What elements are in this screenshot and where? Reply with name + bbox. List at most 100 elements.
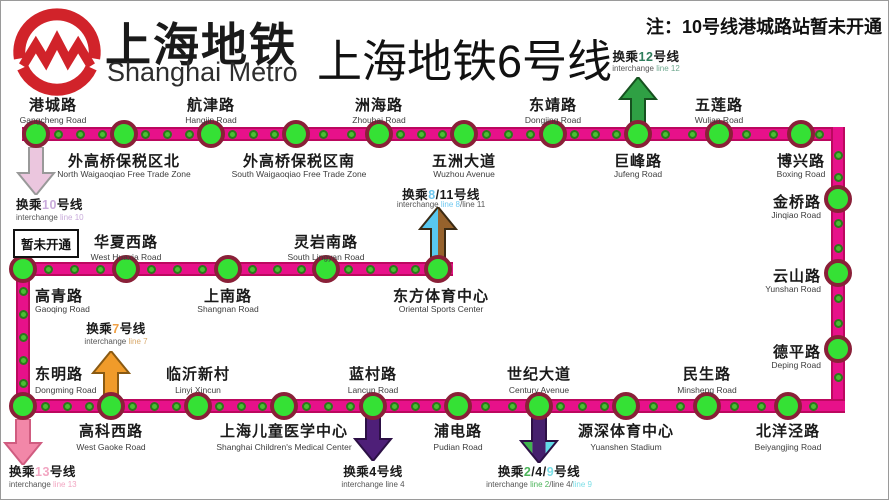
route-dot	[319, 129, 329, 139]
interchange-label-part: line 10	[60, 213, 84, 222]
page-title: 上海地铁6号线	[317, 36, 613, 87]
interchange-label-part: line 8	[440, 200, 460, 209]
route-dot	[147, 264, 156, 274]
station-label-cn-minsheng-road: 民生路	[682, 366, 732, 383]
route-dot	[171, 401, 181, 411]
station-oriental-sports-center	[424, 255, 452, 283]
station-label-en-pudian-road: Pudian Road	[433, 442, 483, 452]
route-dot	[504, 129, 513, 139]
interchange-label-part: interchange	[84, 337, 129, 346]
route-dot	[417, 129, 426, 139]
interchange-arrow-shiji-line2-4-9	[519, 415, 559, 463]
station-label-en-south-lingyan-road: South Lingyan Road	[287, 252, 365, 262]
station-label-en-jufeng-road: Jufeng Road	[613, 169, 663, 179]
route-dot	[578, 401, 587, 411]
route-dot	[411, 401, 420, 411]
station-label-en-century-avenue: Century Avenue	[508, 385, 570, 395]
route-dot	[18, 333, 28, 342]
station-label-cn-west-gaoke-road: 高科西路	[78, 423, 144, 440]
station-shanghai-childrens-medical-center	[270, 392, 298, 420]
interchange-label-en-lancun-interchange: interchange line 4	[341, 480, 404, 489]
not-open-badge: 暂未开通	[13, 229, 79, 258]
interchange-label-part: 换乘	[9, 465, 36, 479]
interchange-label-part: line 2	[530, 480, 550, 489]
station-label-en-shangnan-road: Shangnan Road	[197, 304, 259, 314]
station-label-cn-south-lingyan-road: 灵岩南路	[293, 234, 359, 251]
route-dot	[729, 401, 739, 411]
route-dot	[833, 319, 843, 329]
station-label-cn-pudian-road: 浦电路	[433, 423, 483, 440]
route-dot	[272, 264, 282, 274]
interchange-label-cn-shiji-interchange: 换乘2/4/9号线	[498, 461, 580, 480]
interchange-label-part: 换乘	[402, 188, 429, 202]
station-label-en-south-waigaoqiao-free-trade-zone: South Waigaoqiao Free Trade Zone	[231, 169, 367, 179]
interchange-label-cn-gaoke-interchange: 换乘7号线	[86, 318, 145, 337]
station-west-huaxia-road	[112, 255, 140, 283]
station-label-cn-wulian-road: 五莲路	[694, 97, 744, 114]
station-beiyangjing-road	[774, 392, 802, 420]
interchange-label-en-jufeng-interchange: interchange line 12	[612, 64, 680, 73]
route-dot	[18, 287, 28, 297]
interchange-arrow-gangcheng-line10	[16, 147, 56, 195]
route-dot	[599, 401, 609, 411]
route-dot	[75, 129, 85, 139]
interchange-label-part: line 12	[656, 64, 680, 73]
interchange-label-part: line 13	[53, 480, 77, 489]
route-dot	[236, 401, 246, 411]
station-label-cn-yunshan-road: 云山路	[772, 268, 821, 285]
station-yunshan-road	[824, 259, 852, 287]
route-dot	[18, 378, 28, 388]
route-dot	[343, 264, 353, 274]
interchange-arrow-lancun-line4	[353, 417, 393, 461]
station-minsheng-road	[693, 392, 721, 420]
route-dot	[591, 129, 600, 139]
route-dot	[324, 401, 333, 411]
interchange-label-part: 换乘	[612, 50, 639, 64]
route-dot	[687, 129, 697, 139]
logo-chinese-text: 上海地铁	[105, 19, 297, 71]
station-label-cn-lancun-road: 蓝村路	[348, 366, 398, 383]
interchange-label-part: 号线	[119, 322, 146, 336]
route-dot	[270, 129, 280, 139]
route-dot	[741, 129, 751, 139]
route-dot	[395, 129, 405, 139]
station-label-en-dongjing-road: Dongjing Road	[524, 115, 582, 125]
station-west-gaoke-road	[97, 392, 125, 420]
route-dot	[648, 401, 658, 411]
interchange-label-part: 换乘	[16, 198, 43, 212]
station-label-cn-beiyangjing-road: 北洋泾路	[755, 423, 821, 440]
station-label-en-north-waigaoqiao-free-trade-zone: North Waigaoqiao Free Trade Zone	[57, 169, 191, 179]
interchange-label-part: interchange	[9, 480, 54, 489]
route-dot	[248, 264, 257, 274]
route-dot	[438, 129, 448, 139]
route-dot	[833, 373, 843, 382]
route-dot	[833, 219, 843, 229]
station-label-cn-south-waigaoqiao-free-trade-zone: 外高桥保税区南	[242, 153, 356, 170]
interchange-label-part: 9	[546, 465, 555, 479]
station-wulian-road	[705, 120, 733, 148]
route-dot	[507, 401, 517, 411]
station-wuzhou-avenue	[450, 120, 478, 148]
route-dot	[62, 401, 72, 411]
interchange-label-part: interchange line 4	[341, 480, 405, 489]
station-south-waigaoqiao-free-trade-zone	[282, 120, 310, 148]
interchange-label-part: interchange	[16, 213, 61, 222]
interchange-label-part: 8	[428, 188, 436, 202]
interchange-label-part: /4/	[531, 465, 547, 479]
station-hangjin-road	[197, 120, 225, 148]
route-dot	[833, 151, 843, 161]
route-dot	[346, 129, 356, 139]
interchange-label-part: 换乘	[497, 465, 524, 479]
route-dot	[556, 401, 566, 411]
station-zhouhai-road	[365, 120, 393, 148]
station-label-cn-century-avenue: 世纪大道	[506, 366, 572, 383]
interchange-label-cn-gangcheng-interchange: 换乘10号线	[16, 194, 83, 213]
station-label-cn-shangnan-road: 上南路	[203, 288, 253, 305]
route-dot	[297, 264, 306, 274]
route-dot	[756, 401, 766, 411]
route-dot	[215, 401, 224, 411]
route-dot	[432, 401, 442, 411]
station-label-cn-jufeng-road: 巨峰路	[613, 153, 663, 170]
station-label-en-yunshan-road: Yunshan Road	[765, 284, 821, 294]
station-label-en-oriental-sports-center: Oriental Sports Center	[398, 304, 484, 314]
